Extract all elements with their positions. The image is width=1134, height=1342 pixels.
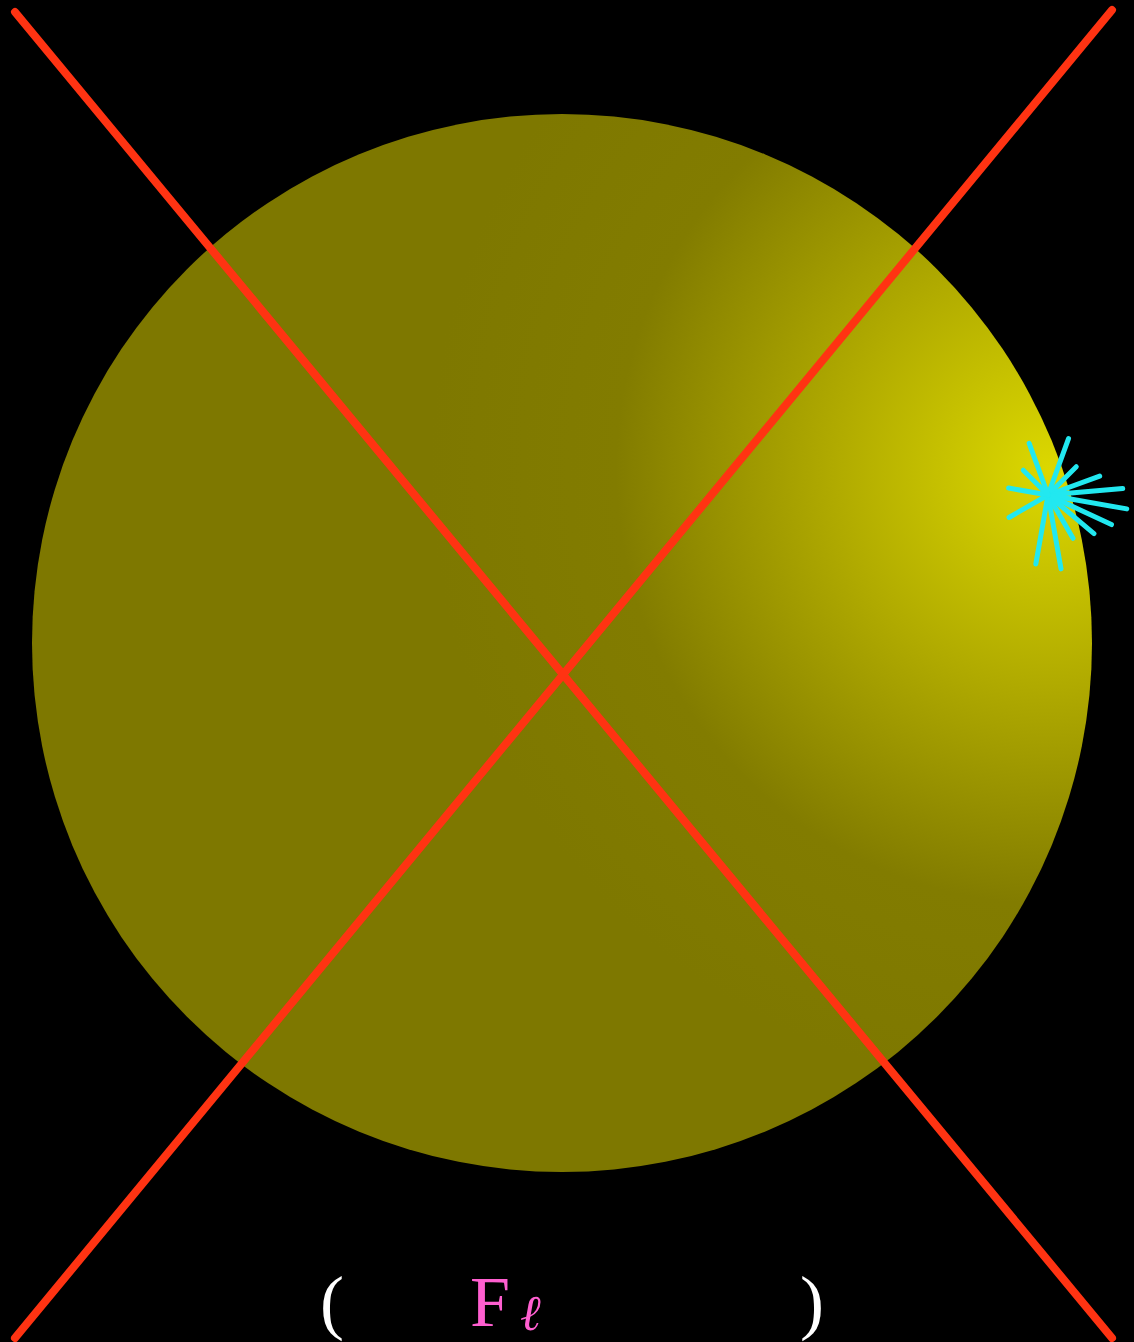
burst-ray [1048,488,1123,495]
burst-ray [1048,495,1061,569]
bracket: ( [320,1266,344,1338]
burst-ray [1036,495,1048,564]
burst-ray [1023,470,1048,495]
bracket: ) [800,1266,824,1338]
cross-line [15,10,1112,1338]
sphere [32,114,1092,1172]
subscript: ℓ [520,1288,541,1338]
symbol: F [470,1266,510,1338]
burst-ray [1009,495,1048,518]
emission-burst [1009,439,1127,569]
